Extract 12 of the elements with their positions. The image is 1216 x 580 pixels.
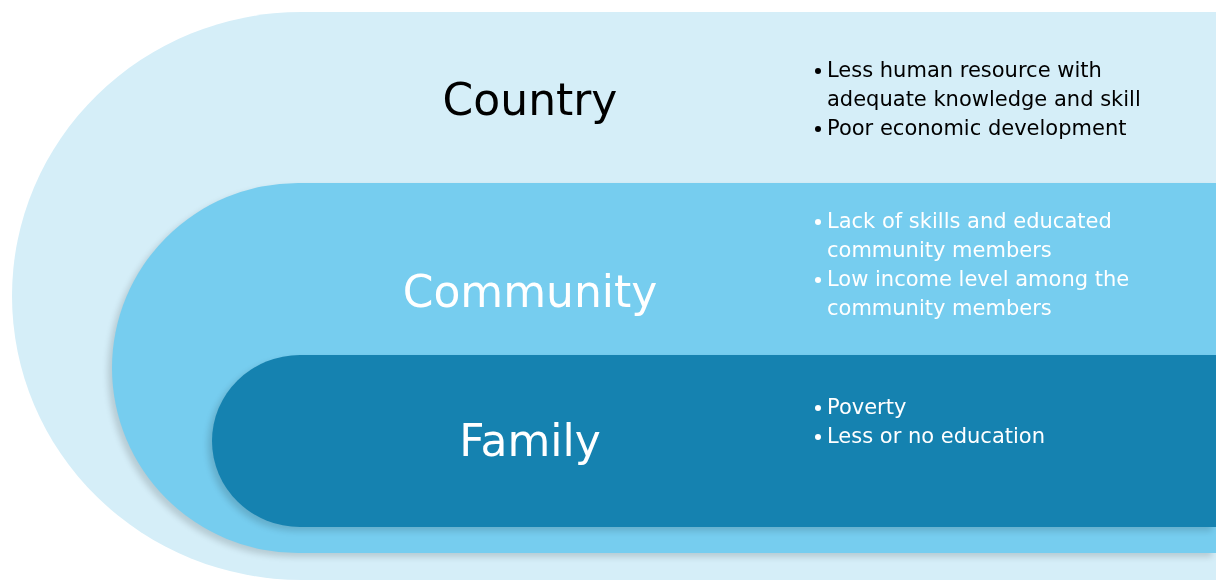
band-title: Country [442, 74, 618, 125]
bullet-text: Low income level among the community members [827, 266, 1131, 322]
bullet-text: Poverty [827, 394, 907, 421]
rounded-band [12, 12, 1216, 580]
band-title: Family [459, 415, 601, 466]
rounded-band [212, 355, 1216, 527]
bullet-text: Less or no education [827, 423, 1045, 450]
rounded-band [112, 183, 1216, 553]
bullet-text: Less human resource with adequate knowledge and skill [827, 57, 1142, 113]
bullet-text: Lack of skills and educated community members [827, 208, 1113, 264]
bullet-text: Poor economic development [827, 115, 1127, 142]
band-title: Community [402, 266, 658, 317]
